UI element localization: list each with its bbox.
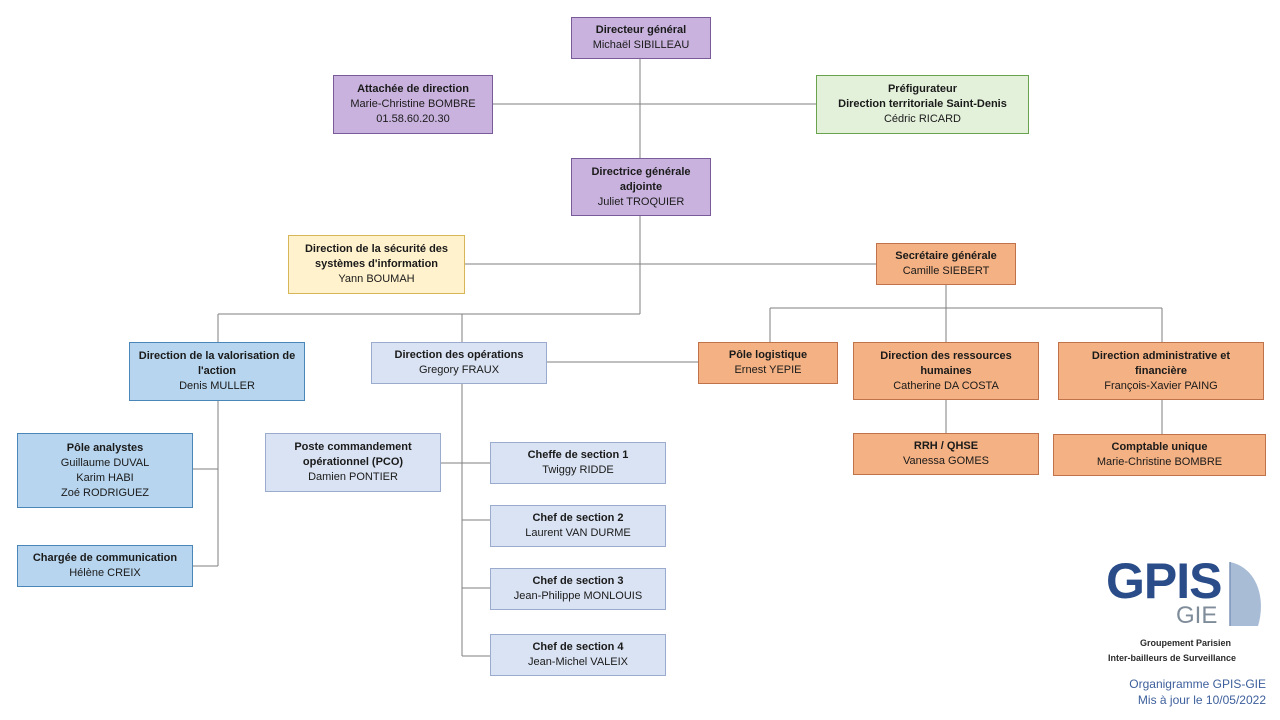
box-title: RRH / QHSE <box>913 440 979 452</box>
box-person: Juliet TROQUIER <box>597 195 685 208</box>
box-title: Pôle analystes <box>66 441 144 454</box>
box-title: Direction des opérations <box>394 349 524 361</box>
box-person: Catherine DA COSTA <box>893 379 999 392</box>
box-direction-valorisation: Direction de la valorisation de l'action… <box>129 342 305 401</box>
box-title: Attachée de direction <box>357 83 469 95</box>
footer-date: Mis à jour le 10/05/2022 <box>1137 693 1266 707</box>
box-person: Gregory FRAUX <box>418 364 500 376</box>
box-attachee-direction: Attachée de direction Marie-Christine BO… <box>333 75 493 134</box>
box-person: Ernest YEPIE <box>734 364 802 376</box>
box-title: Pôle logistique <box>728 349 808 361</box>
gpis-logo: GPIS GIE Groupement Parisien Inter-baill… <box>1100 552 1272 672</box>
box-directrice-generale-adjointe: Directrice générale adjointe Juliet TROQ… <box>571 158 711 216</box>
box-section-2: Chef de section 2 Laurent VAN DURME <box>490 505 666 547</box>
box-section-4: Chef de section 4 Jean-Michel VALEIX <box>490 634 666 676</box>
box-phone: 01.58.60.20.30 <box>376 113 450 125</box>
box-person: François-Xavier PAING <box>1104 379 1218 392</box>
logo-tagline-2: Inter-bailleurs de Surveillance <box>1108 653 1237 663</box>
box-direction-administrative-financiere: Direction administrative et financière F… <box>1058 342 1264 400</box>
box-secretaire-generale: Secrétaire générale Camille SIEBERT <box>876 243 1016 285</box>
box-comptable-unique: Comptable unique Marie-Christine BOMBRE <box>1053 434 1266 476</box>
box-person: Denis MULLER <box>179 380 255 392</box>
box-title: Chef de section 2 <box>532 512 624 524</box>
box-dsi: Direction de la sécurité des systèmes d'… <box>288 235 465 294</box>
box-directeur-general: Directeur général Michaël SIBILLEAU <box>571 17 711 59</box>
box-title: Chef de section 3 <box>532 575 624 587</box>
box-person: Jean-Philippe MONLOUIS <box>513 590 643 602</box>
box-title: Cheffe de section 1 <box>527 449 629 461</box>
box-title: Directeur général <box>595 24 687 36</box>
box-title: Directrice générale adjointe <box>591 165 691 193</box>
box-person: Michaël SIBILLEAU <box>592 39 690 51</box>
box-title: Direction des ressources humaines <box>880 349 1012 377</box>
box-person: Guillaume DUVAL <box>60 456 150 469</box>
logo-tagline-1: Groupement Parisien <box>1140 638 1232 648</box>
box-title: Poste commandement opérationnel (PCO) <box>294 441 412 468</box>
box-pole-analystes: Pôle analystes Guillaume DUVAL Karim HAB… <box>17 433 193 508</box>
sail-icon <box>1229 562 1261 626</box>
box-section-3: Chef de section 3 Jean-Philippe MONLOUIS <box>490 568 666 610</box>
box-title: Comptable unique <box>1111 441 1208 453</box>
box-poste-commandement: Poste commandement opérationnel (PCO) Da… <box>265 433 441 492</box>
box-person: Marie-Christine BOMBRE <box>350 98 476 110</box>
box-section-1: Cheffe de section 1 Twiggy RIDDE <box>490 442 666 484</box>
box-person: Camille SIEBERT <box>902 265 990 277</box>
box-title: Direction de la sécurité des systèmes d'… <box>304 243 449 270</box>
box-person: Jean-Michel VALEIX <box>527 656 629 668</box>
logo-sub: GIE <box>1176 602 1218 629</box>
box-person: Karim HABI <box>76 471 134 484</box>
box-title: Secrétaire générale <box>895 250 997 262</box>
box-title: Chef de section 4 <box>532 641 624 653</box>
box-title: Chargée de communication <box>32 552 178 564</box>
box-person: Marie-Christine BOMBRE <box>1096 456 1223 468</box>
box-person: Yann BOUMAH <box>338 273 415 285</box>
box-person: Cédric RICARD <box>883 113 961 125</box>
box-chargee-communication: Chargée de communication Hélène CREIX <box>17 545 193 587</box>
box-person: Vanessa GOMES <box>903 455 989 467</box>
box-rrh-qhse: RRH / QHSE Vanessa GOMES <box>853 433 1039 475</box>
logo-wordmark: GPIS <box>1106 553 1222 609</box>
box-title: Direction de la valorisation de l'action <box>138 350 296 377</box>
box-person: Twiggy RIDDE <box>542 464 614 476</box>
box-title: Préfigurateur Direction territoriale Sai… <box>838 83 1007 110</box>
box-person: Damien PONTIER <box>308 471 398 483</box>
box-direction-operations: Direction des opérations Gregory FRAUX <box>371 342 547 384</box>
footer-caption: Organigramme GPIS-GIE Mis à jour le 10/0… <box>1129 676 1266 708</box>
box-person: Hélène CREIX <box>69 567 141 579</box>
box-person: Laurent VAN DURME <box>525 527 631 539</box>
box-direction-ressources-humaines: Direction des ressources humaines Cather… <box>853 342 1039 400</box>
box-prefigurateur: Préfigurateur Direction territoriale Sai… <box>816 75 1029 134</box>
box-person: Zoé RODRIGUEZ <box>60 486 149 499</box>
box-title: Direction administrative et financière <box>1091 349 1231 377</box>
box-pole-logistique: Pôle logistique Ernest YEPIE <box>698 342 838 384</box>
footer-title: Organigramme GPIS-GIE <box>1129 677 1266 691</box>
